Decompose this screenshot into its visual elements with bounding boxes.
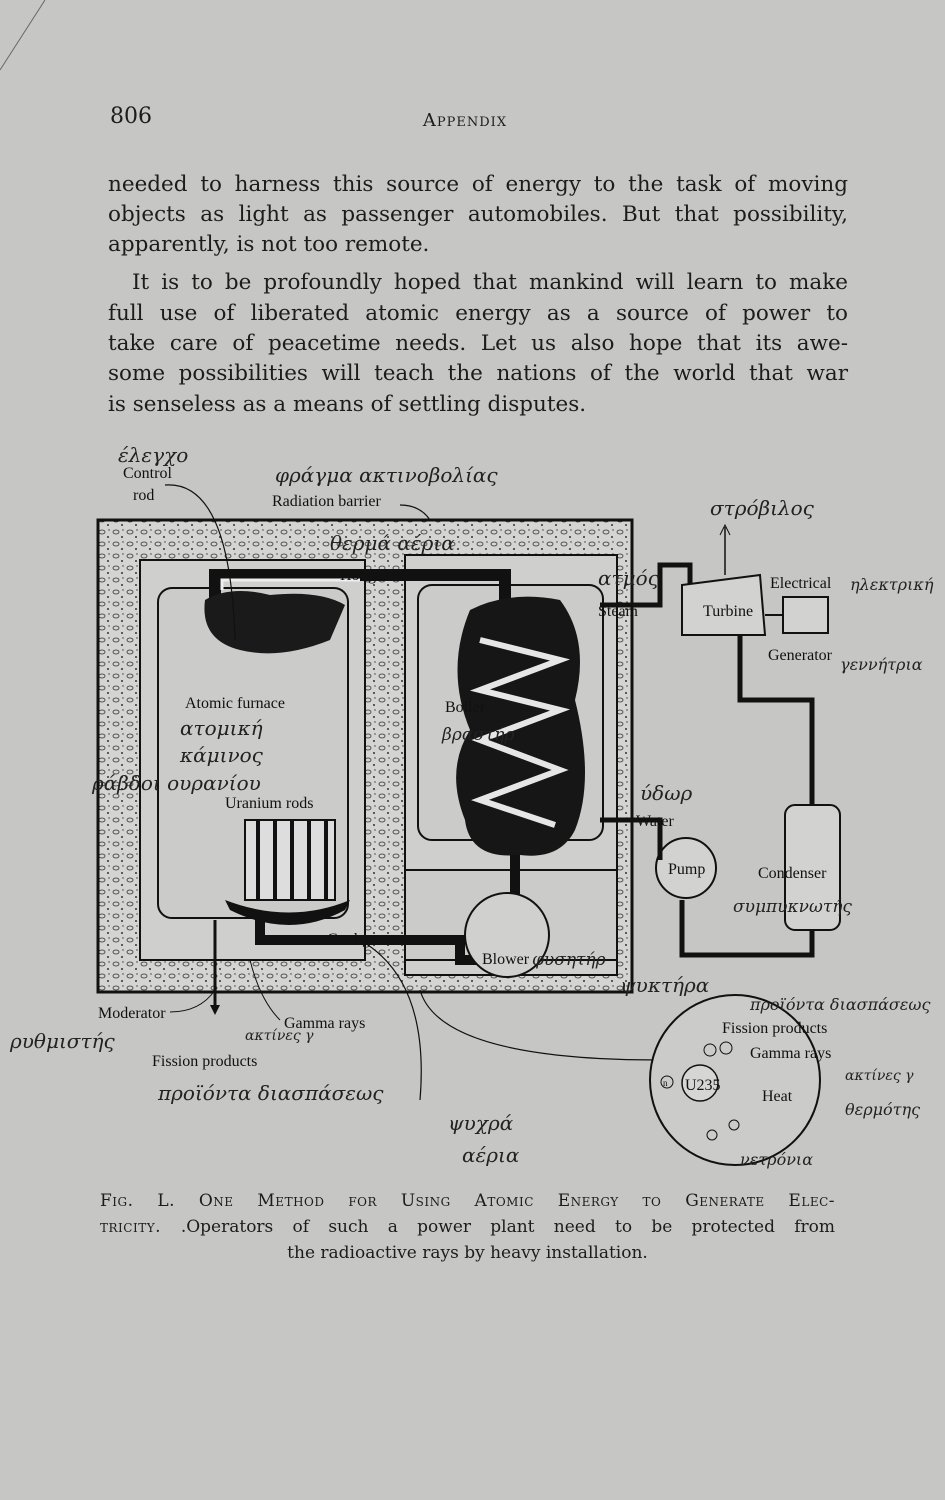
handwritten-note: ατομική — [180, 716, 263, 740]
inset-heat: Heat — [762, 1088, 793, 1105]
body-line: is senseless as a means of settling disp… — [108, 392, 587, 417]
inset-u235: U235 — [685, 1077, 721, 1094]
label-condenser: Condenser — [758, 865, 827, 882]
handwritten-note: κάμινος — [179, 743, 264, 767]
page-number: 806 — [110, 104, 152, 129]
label-steam: Steam — [598, 603, 639, 620]
handwritten-note: ηλεκτρική — [850, 575, 934, 594]
handwritten-note: φυσητήρ — [532, 950, 606, 970]
handwritten-note: ατμός — [598, 566, 660, 590]
generator — [782, 596, 829, 634]
fission-inset — [649, 994, 821, 1166]
body-line: needed to harness this source of energy … — [108, 172, 848, 197]
handwritten-note: αέρια — [462, 1143, 520, 1167]
body-line: It is to be profoundly hoped that mankin… — [132, 270, 848, 295]
running-head: Appendix — [422, 110, 508, 131]
body-line: objects as light as passenger automobile… — [108, 202, 848, 227]
handwritten-note: προϊόντα διασπάσεως — [157, 1081, 384, 1105]
water-pipe — [600, 817, 663, 860]
handwritten-note: γεννήτρια — [840, 655, 923, 674]
label-water: Water — [636, 813, 674, 830]
caption-word: tricity. — [100, 1217, 181, 1237]
power-plant-diagram: Control rod Radiation barrier Hot gas St… — [9, 443, 934, 1169]
body-line: take care of peacetime needs. Let us als… — [108, 331, 848, 356]
inset-fission-products: Fission products — [722, 1020, 827, 1037]
body-line: some possibilities will teach the nation… — [108, 361, 848, 386]
label-fission-products: Fission products — [152, 1053, 257, 1070]
label-cool-gas: Cool gas — [327, 931, 383, 948]
handwritten-note: θερμότης — [845, 1100, 920, 1119]
label-gamma-rays: Gamma rays — [284, 1015, 365, 1032]
uranium-rods — [225, 819, 350, 925]
label-uranium-rods: Uranium rods — [225, 795, 313, 812]
caption-text: .Operators of such a power plant need to… — [180, 1217, 836, 1237]
condensate-pipe — [737, 635, 815, 805]
handwritten-note: φράγμα ακτινοβολίας — [275, 463, 498, 487]
handwritten-note: στρόβιλος — [710, 496, 815, 520]
handwritten-note: νετρόνια — [740, 1150, 813, 1169]
label-blower: Blower — [482, 951, 530, 968]
handwritten-note: συμπυκνωτής — [733, 897, 852, 917]
steam-pipe — [600, 562, 693, 608]
blower — [464, 892, 550, 978]
label-radiation-barrier: Radiation barrier — [272, 493, 382, 510]
handwritten-note: θερμά αέρια — [330, 531, 455, 555]
label-turbine: Turbine — [703, 603, 753, 620]
pump — [655, 837, 717, 899]
handwritten-note: ύδωρ — [640, 781, 693, 805]
label-control-rod: Control — [123, 465, 172, 482]
label-boiler: Boiler — [445, 699, 486, 716]
label-control-rod: rod — [133, 487, 154, 504]
inset-neutron: n — [663, 1078, 668, 1088]
turbine — [681, 573, 767, 636]
inset-gamma-rays: Gamma rays — [750, 1045, 831, 1062]
handwritten-note: ακτίνες γ — [245, 1027, 314, 1044]
label-electrical: Electrical — [770, 575, 832, 592]
figure-caption: the radioactive rays by heavy installati… — [287, 1243, 648, 1263]
handwritten-note: ρυθμιστής — [9, 1029, 115, 1053]
handwritten-note: ράβδοι ουρανίου — [91, 771, 261, 795]
handwritten-note: έλεγχο — [118, 443, 188, 467]
figure-caption: tricity. .Operators of such a power plan… — [100, 1214, 835, 1240]
label-moderator: Moderator — [98, 1005, 166, 1022]
margin-scratch — [0, 0, 46, 71]
furnace-top — [204, 591, 345, 654]
label-generator: Generator — [768, 647, 833, 664]
handwritten-note: βραστήρ — [441, 725, 515, 745]
label-atomic-furnace: Atomic furnace — [185, 695, 285, 712]
label-hot-gas: Hot gas — [340, 567, 389, 584]
body-line: full use of liberated atomic energy as a… — [108, 301, 848, 326]
handwritten-note: ψυχρά — [448, 1111, 514, 1135]
hot-gas-duct — [209, 569, 511, 600]
handwritten-note: ακτίνες γ — [845, 1067, 914, 1084]
body-line: apparently, is not too remote. — [108, 232, 430, 257]
figure-caption: Fig. L. One Method for Using Atomic Ener… — [100, 1191, 835, 1211]
handwritten-note: προϊόντα διασπάσεως — [749, 995, 930, 1014]
label-pump: Pump — [668, 861, 705, 878]
cool-gas-duct — [255, 915, 480, 965]
handwritten-note: ψυκτήρα — [620, 973, 710, 997]
